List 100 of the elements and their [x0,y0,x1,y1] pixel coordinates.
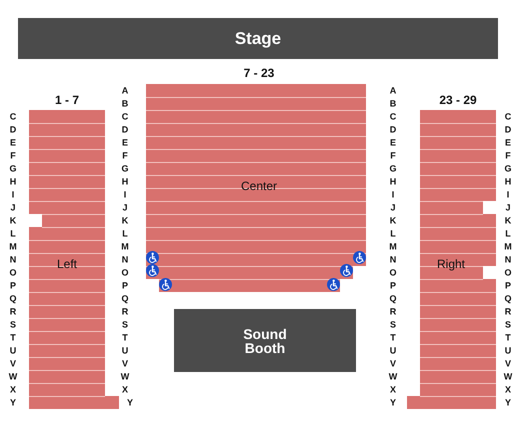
row-letter: F [390,151,396,160]
section-label: Center [240,180,278,192]
row-letter: E [122,138,128,147]
row-letter: Y [10,398,16,407]
row-letter: D [10,125,16,134]
row-letter: T [10,333,16,342]
row-letter: L [10,229,16,238]
row-letter: K [10,216,16,225]
row-letter: M [504,242,512,251]
row-letter: S [390,320,396,329]
row-letter: A [122,86,128,95]
row-letter: F [10,151,16,160]
row-letter: P [505,281,511,290]
row-letter: S [10,320,16,329]
row-letter: G [10,164,16,173]
row-letter: C [390,112,396,121]
row-letter: O [10,268,16,277]
row-letter: W [8,372,18,381]
row-letter: P [122,281,128,290]
row-letter: F [122,151,128,160]
sound-booth [174,309,356,372]
row-letter: F [505,151,511,160]
section-label: Left [57,258,77,270]
row-letter: C [504,112,512,121]
stage-label: Stage [234,30,282,47]
row-letter: B [390,99,396,108]
stage [18,18,498,59]
row-letter: K [504,216,512,225]
row-letter: W [388,372,398,381]
row-letter: D [122,125,128,134]
row-letter: K [390,216,396,225]
seat-range-label: 1 - 7 [55,94,79,106]
row-letter: E [505,138,511,147]
row-letter: M [9,242,17,251]
row-letter: J [10,203,16,212]
row-letter: R [390,307,396,316]
row-letter: Y [505,398,511,407]
row-letter: X [122,385,128,394]
row-letter: U [504,346,512,355]
row-letter: J [390,203,396,212]
row-letter: H [10,177,16,186]
row-letter: G [504,164,512,173]
row-letter: W [120,372,130,381]
row-letter: A [390,86,396,95]
row-letter: X [10,385,16,394]
row-letter: C [10,112,16,121]
row-letter: Y [390,398,396,407]
row-letter: I [124,190,126,199]
row-letter: V [122,359,128,368]
row-letter: S [505,320,511,329]
row-letter: W [504,372,512,381]
row-letter: U [390,346,396,355]
row-letter: H [122,177,128,186]
sound-booth-label: Sound Booth [242,326,288,354]
row-letter: T [505,333,511,342]
row-letter: X [390,385,396,394]
row-letter: Q [390,294,396,303]
row-letter: L [505,229,511,238]
row-letter: T [122,333,128,342]
row-letter: M [389,242,397,251]
row-letter: D [504,125,512,134]
row-letter: Q [504,294,512,303]
row-letter: P [10,281,16,290]
row-letter: N [10,255,16,264]
row-letter: L [390,229,396,238]
seat-range-label: 23 - 29 [439,94,477,106]
section-label: Right [437,258,465,270]
row-letter: E [390,138,396,147]
row-letter: Q [10,294,16,303]
row-letter: J [122,203,128,212]
row-letter: V [505,359,511,368]
row-letter: R [10,307,16,316]
row-letter: H [390,177,396,186]
row-letter: M [121,242,129,251]
row-letter: O [504,268,512,277]
row-letter: I [392,190,394,199]
row-letter: Q [122,294,128,303]
row-letter: V [390,359,396,368]
row-letter: R [504,307,512,316]
row-letter: E [10,138,16,147]
row-letter: N [504,255,512,264]
row-letter: O [390,268,396,277]
row-letter: Y [127,398,133,407]
row-letter: H [504,177,512,186]
row-letter: B [122,99,128,108]
row-letter: I [506,190,510,199]
row-letter: P [390,281,396,290]
row-letter: K [122,216,128,225]
row-letter: D [390,125,396,134]
row-letter: O [122,268,128,277]
row-letter: X [505,385,511,394]
row-letter: G [122,164,128,173]
seat-range-label: 7 - 23 [244,67,274,79]
row-letter: T [390,333,396,342]
row-letter: U [10,346,16,355]
row-letter: I [12,190,14,199]
row-letter: R [122,307,128,316]
row-letter: N [390,255,396,264]
row-letter: V [10,359,16,368]
row-letter: N [122,255,128,264]
